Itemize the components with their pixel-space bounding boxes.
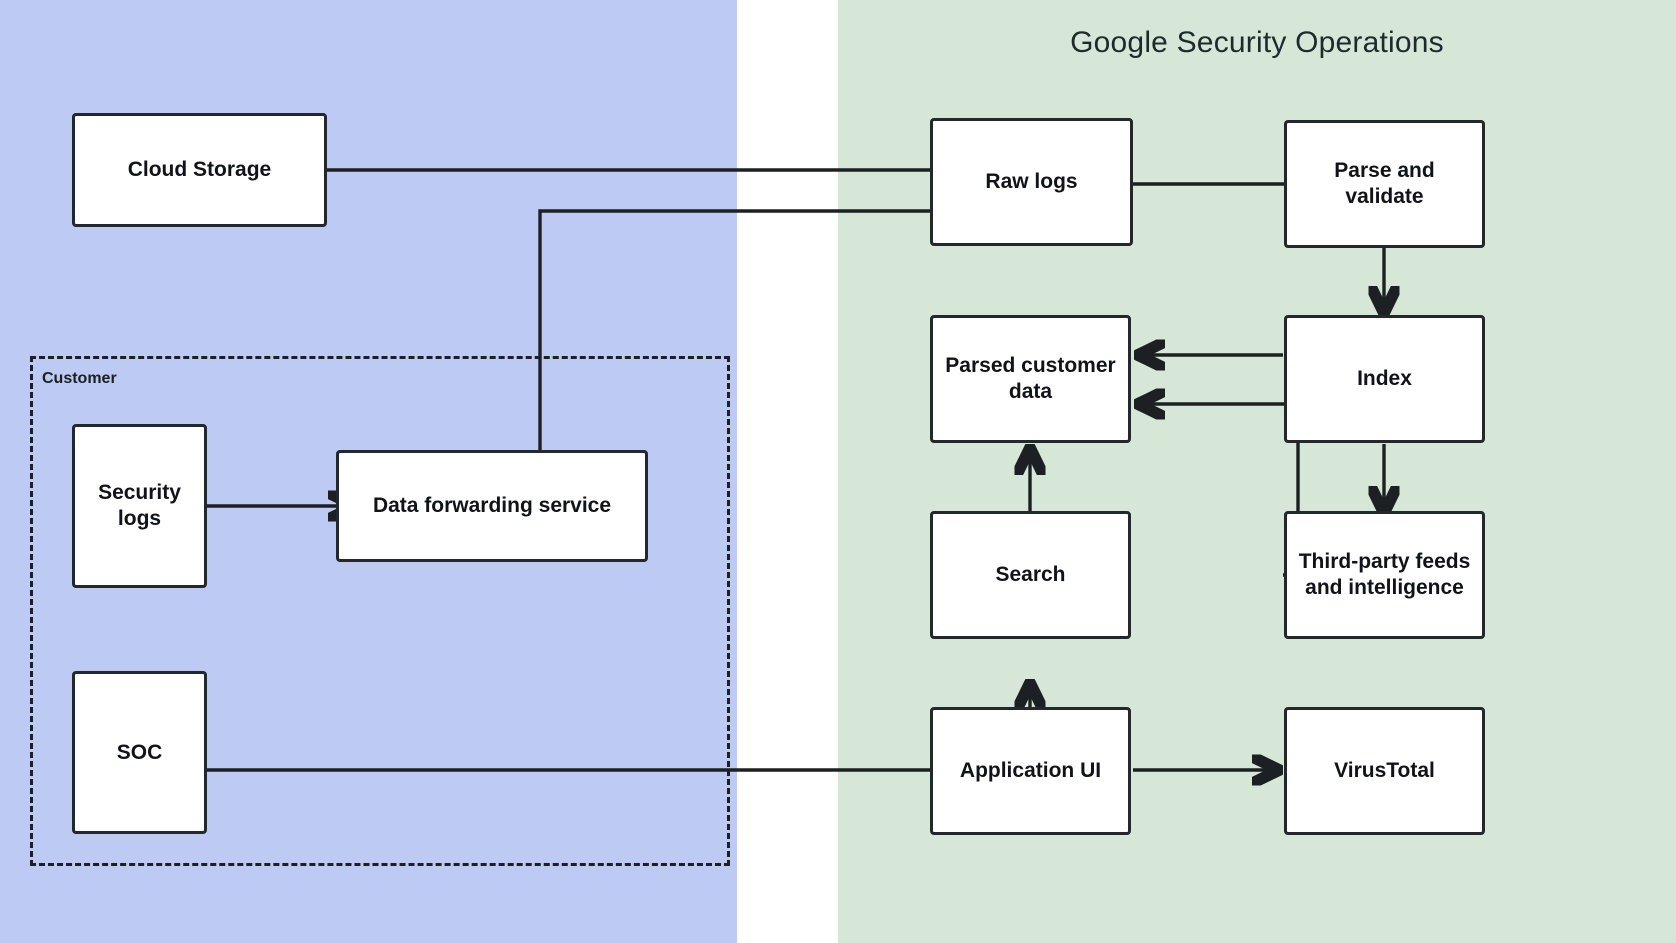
node-data-forwarding-service[interactable]: Data forwarding service	[336, 450, 648, 562]
node-virustotal[interactable]: VirusTotal	[1284, 707, 1485, 835]
node-security-logs[interactable]: Security logs	[72, 424, 207, 588]
node-search[interactable]: Search	[930, 511, 1131, 639]
customer-group-boundary	[30, 356, 730, 866]
node-index[interactable]: Index	[1284, 315, 1485, 443]
node-cloud-storage[interactable]: Cloud Storage	[72, 113, 327, 227]
node-soc[interactable]: SOC	[72, 671, 207, 834]
customer-group-label: Customer	[42, 370, 117, 387]
node-raw-logs[interactable]: Raw logs	[930, 118, 1133, 246]
gso-panel-title: Google Security Operations	[1070, 26, 1444, 59]
node-parse-and-validate[interactable]: Parse and validate	[1284, 120, 1485, 248]
node-parsed-customer-data[interactable]: Parsed customer data	[930, 315, 1131, 443]
node-third-party-feeds-and-intelligence[interactable]: Third-party feeds and intelligence	[1284, 511, 1485, 639]
node-application-ui[interactable]: Application UI	[930, 707, 1131, 835]
